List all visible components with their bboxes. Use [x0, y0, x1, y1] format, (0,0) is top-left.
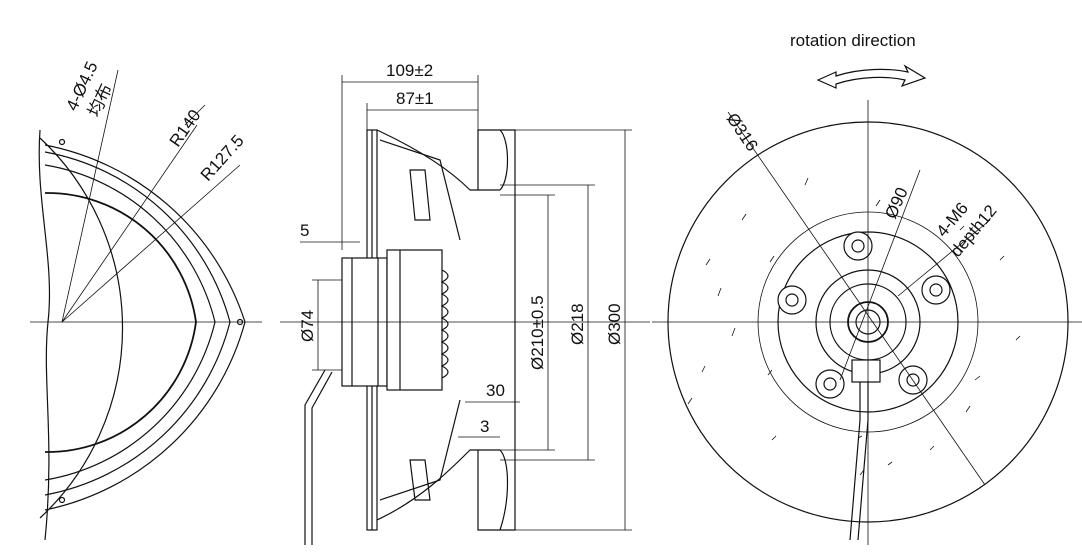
side-mid-diameter-label: Ø218 [568, 303, 587, 345]
front-lug-bottom-left [815, 369, 845, 399]
left-break-line [38, 129, 51, 541]
left-arc-outer [44, 151, 231, 496]
side-blade-bottom-1 [379, 399, 461, 501]
side-blade-top-1 [379, 139, 461, 241]
front-lug-top-hole [851, 239, 865, 253]
left-arc-r127 [44, 164, 216, 481]
front-cable [849, 382, 869, 541]
front-outer-diameter-label: Ø316 [723, 110, 762, 155]
side-inlet-length-label: 30 [486, 381, 505, 400]
left-view: 4-Ø4.5 均布 R140 R127.5 [30, 59, 262, 541]
side-view: 109±2 87±1 5 Ø74 [280, 61, 650, 545]
front-leader-316 [727, 111, 986, 486]
front-rotation-label: rotation direction [790, 31, 916, 50]
front-cable-box [851, 359, 881, 383]
left-leader-r140 [61, 124, 198, 323]
side-motor-fins [440, 269, 449, 379]
side-hub-diameter-label: Ø74 [298, 310, 317, 342]
left-arc-inner [44, 192, 197, 453]
side-outer-diameter-label: Ø300 [605, 303, 624, 345]
side-inlet-curve-top [499, 129, 509, 191]
front-lug-top [843, 231, 873, 261]
left-hole-bottom [58, 496, 66, 504]
side-motor-rotor [386, 249, 443, 391]
side-flange-thickness-label: 5 [300, 221, 309, 240]
side-impeller-depth-label: 87±1 [396, 89, 434, 108]
front-leader-m6 [897, 219, 991, 297]
side-inlet-diameter-label: Ø210±0.5 [528, 295, 547, 370]
left-hole-top [58, 138, 66, 146]
front-lug-left [777, 285, 807, 315]
left-r140-label: R140 [166, 106, 205, 150]
front-lug-right [921, 275, 951, 305]
side-overall-depth-label: 109±2 [386, 61, 433, 80]
front-rotation-arrow [816, 64, 927, 89]
side-cable [304, 369, 333, 545]
left-underline-r140 [184, 104, 206, 126]
side-blade-top-2 [409, 169, 431, 221]
side-inlet-curve-bot [499, 449, 509, 531]
front-lug-left-hole [785, 293, 799, 307]
left-leader-holes [61, 69, 119, 323]
front-lug-bottom-right-hole [906, 373, 920, 387]
side-inlet-gap-label: 3 [480, 417, 489, 436]
front-view: rotation direction Ø316 Ø90 [652, 31, 1082, 545]
side-blade-bottom-2 [409, 459, 431, 501]
left-r127-label: R127.5 [197, 131, 248, 184]
front-lug-bottom-left-hole [823, 377, 837, 391]
front-lug-right-hole [929, 283, 943, 297]
front-blade-marks [687, 177, 1021, 476]
left-leader-r127 [61, 164, 241, 323]
front-leader-90 [839, 169, 921, 381]
left-hole-right [236, 318, 244, 326]
